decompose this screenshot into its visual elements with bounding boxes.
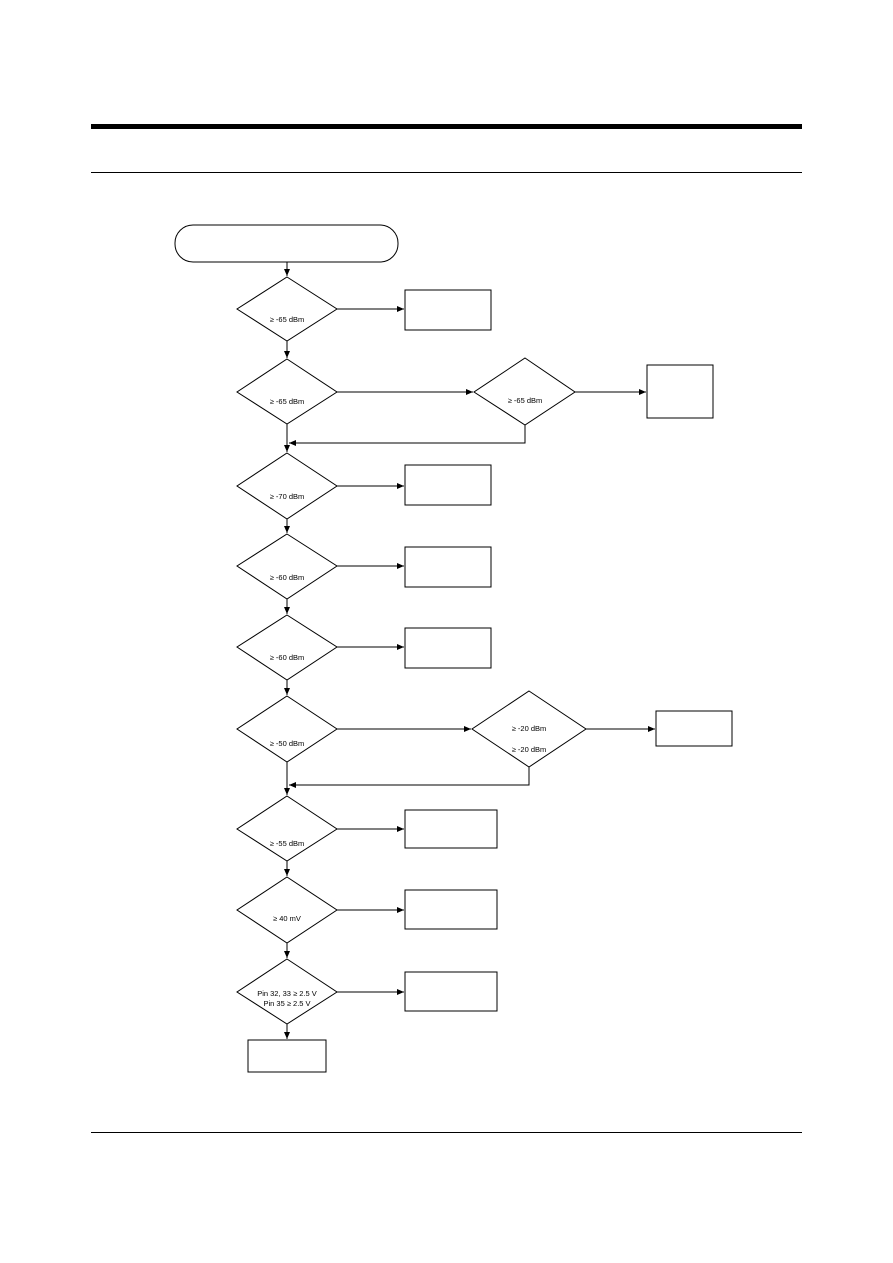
- action-box-2b: [646, 364, 714, 419]
- decision-5-label: ≥ -60 dBm: [270, 653, 305, 662]
- decision-5: [236, 614, 338, 681]
- header-rule-thin: [91, 172, 802, 173]
- decision-6b-label-1: ≥ -20 dBm: [512, 724, 547, 733]
- action-box-8: [404, 889, 498, 930]
- action-box-1: [404, 289, 492, 331]
- decision-1-label: ≥ -65 dBm: [270, 315, 305, 324]
- decision-1: [236, 276, 338, 342]
- decision-8: [236, 876, 338, 944]
- action-box-6b: [655, 710, 733, 747]
- decision-6b-label-2: ≥ -20 dBm: [512, 745, 547, 754]
- decision-2-label: ≥ -65 dBm: [270, 397, 305, 406]
- decision-7-label: ≥ -55 dBm: [270, 839, 305, 848]
- action-box-7: [404, 809, 498, 849]
- action-box-5: [404, 627, 492, 669]
- end-box: [247, 1039, 327, 1073]
- decision-3: [236, 452, 338, 520]
- action-box-9: [404, 971, 498, 1012]
- return-connector: [289, 425, 526, 446]
- decision-6: [236, 695, 338, 763]
- return-connector: [289, 767, 530, 788]
- start-terminal: [174, 224, 399, 263]
- decision-2b-label: ≥ -65 dBm: [508, 396, 543, 405]
- decision-2: [236, 358, 338, 425]
- decision-2b: [473, 357, 576, 426]
- decision-3-label: ≥ -70 dBm: [270, 492, 305, 501]
- action-box-4: [404, 546, 492, 588]
- footer-rule: [91, 1132, 802, 1133]
- header-rule-thick: [91, 124, 802, 129]
- decision-4-label: ≥ -60 dBm: [270, 573, 305, 582]
- decision-9-label-2: Pin 35 ≥ 2.5 V: [263, 999, 310, 1008]
- decision-8-label: ≥ 40 mV: [273, 914, 301, 923]
- action-box-3: [404, 464, 492, 506]
- decision-6-label: ≥ -50 dBm: [270, 739, 305, 748]
- decision-7: [236, 795, 338, 862]
- decision-4: [236, 533, 338, 600]
- decision-9-label-1: Pin 32, 33 ≥ 2.5 V: [257, 989, 317, 998]
